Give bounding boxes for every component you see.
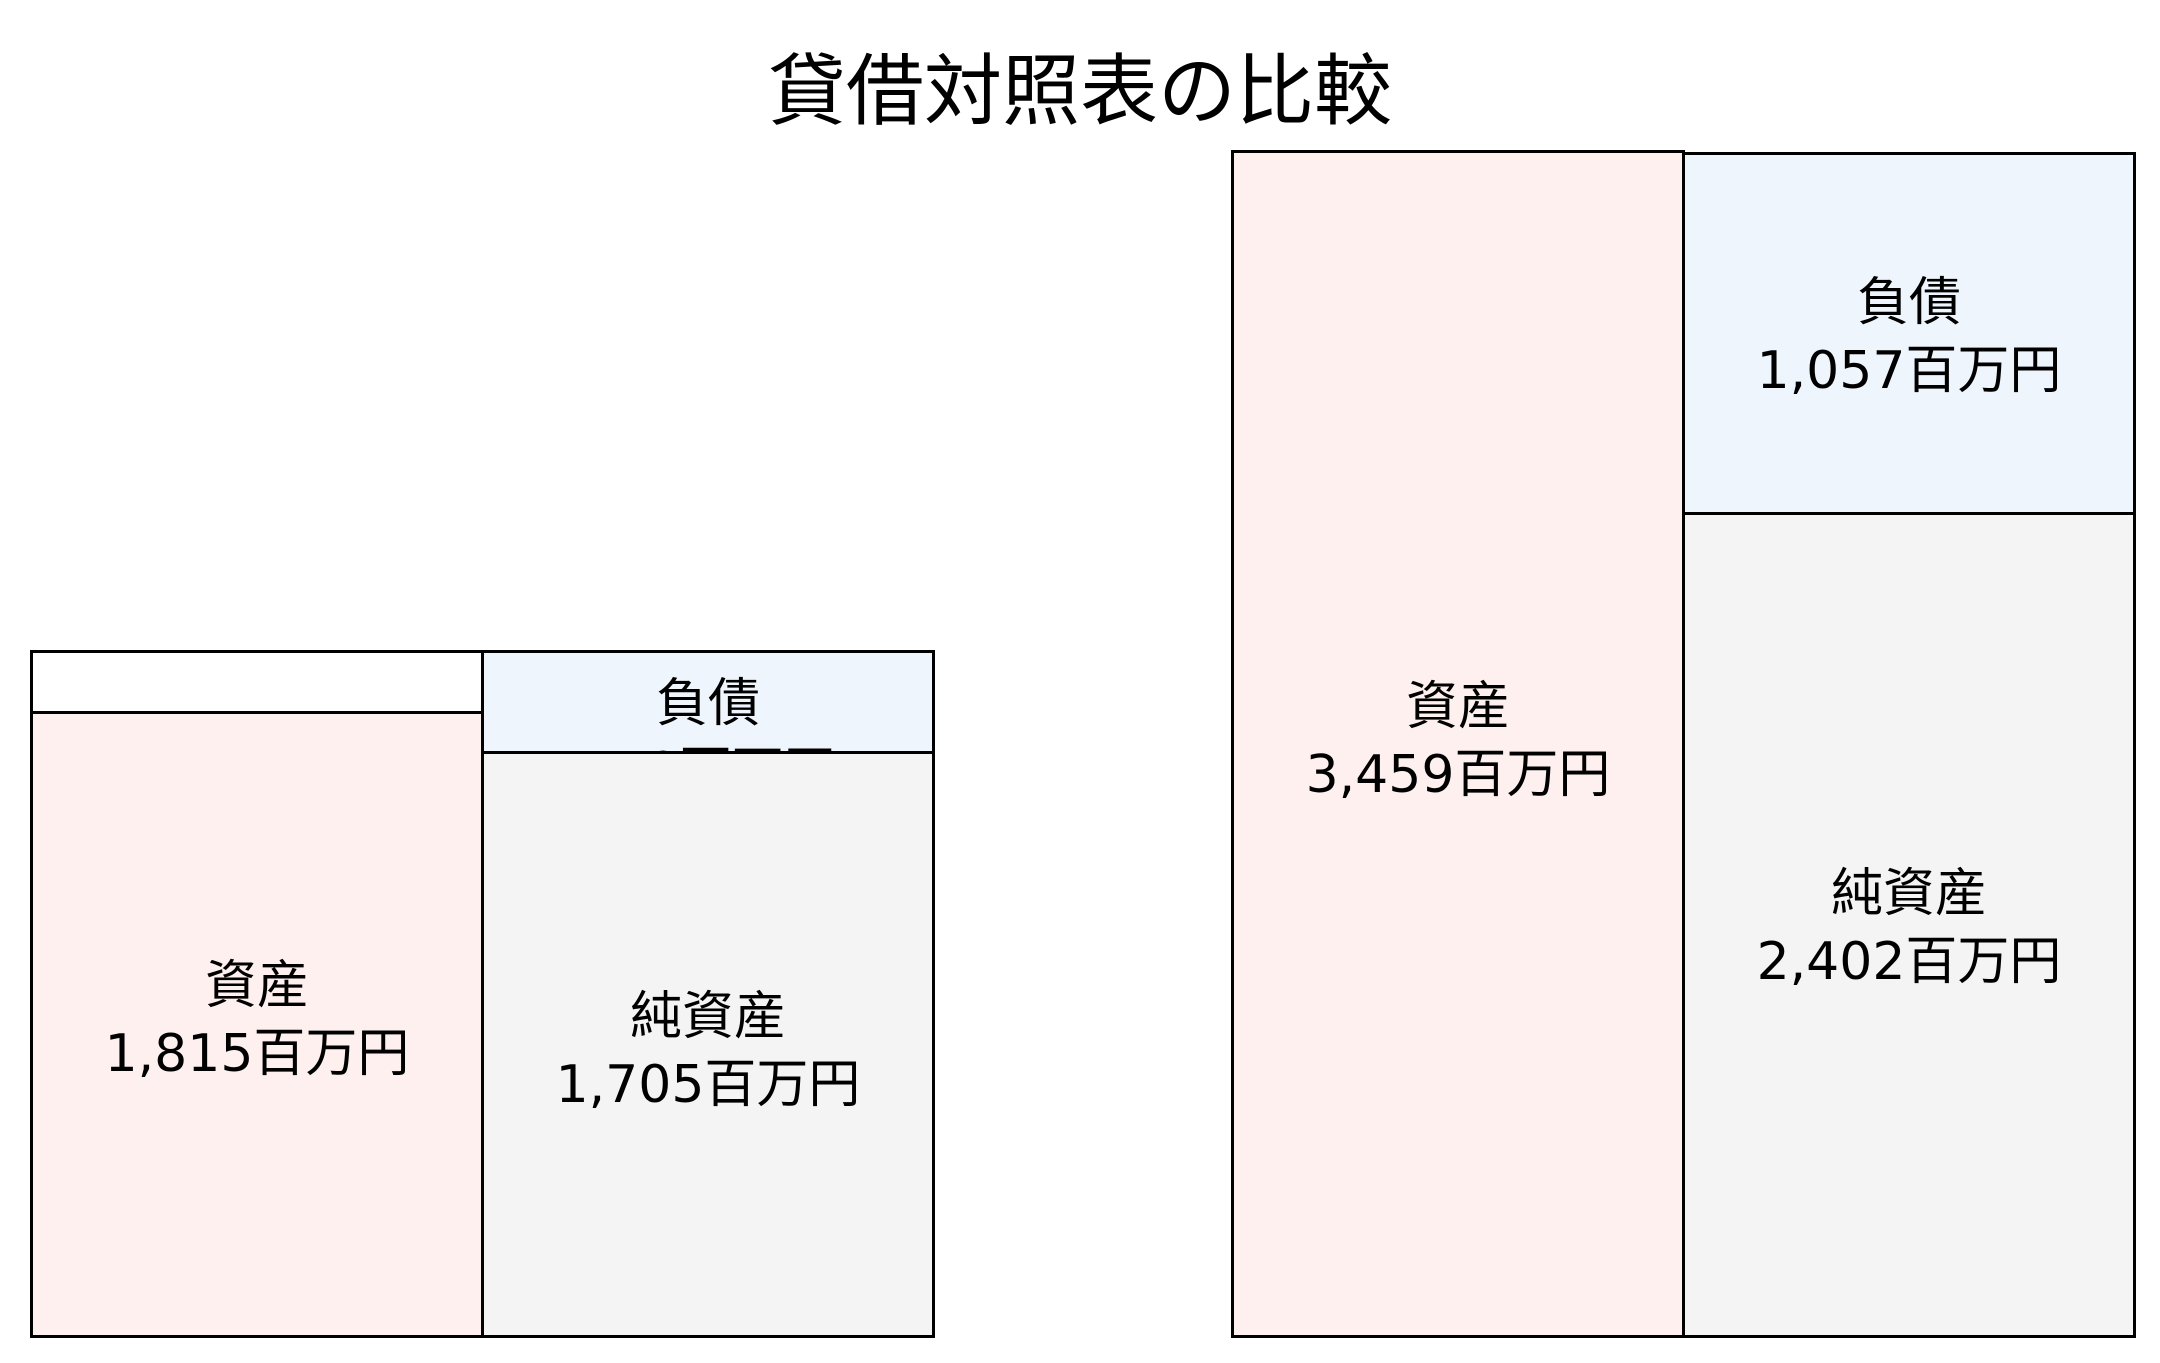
bs1-liabilities-block: 負債 110百万円	[481, 650, 935, 754]
bs1-assets-value: 1,815百万円	[104, 1024, 410, 1084]
bs2-net-assets-name: 純資産	[1830, 864, 1987, 924]
bs1-assets-name: 資産	[204, 956, 309, 1016]
bs1-net-assets-block: 純資産 1,705百万円	[481, 751, 935, 1338]
bs2-liabilities-block: 負債 1,057百万円	[1682, 152, 2136, 515]
bs1-assets-block: 資産 1,815百万円	[30, 711, 484, 1338]
bs1-asset-gap	[30, 650, 484, 714]
bs1-net-assets-value: 1,705百万円	[555, 1055, 861, 1115]
bs1-net-assets-name: 純資産	[629, 987, 786, 1047]
bs2-liabilities-name: 負債	[1856, 273, 1961, 333]
bs2-assets-block: 資産 3,459百万円	[1231, 150, 1685, 1338]
bs2-net-assets-value: 2,402百万円	[1756, 932, 2062, 992]
bs2-net-assets-block: 純資産 2,402百万円	[1682, 512, 2136, 1338]
chart-title: 貸借対照表の比較	[767, 47, 1392, 137]
bs2-assets-name: 資産	[1405, 677, 1510, 737]
bs2-assets-value: 3,459百万円	[1305, 745, 1611, 805]
bs1-liabilities-name: 負債	[655, 674, 760, 734]
bs2-liabilities-value: 1,057百万円	[1756, 341, 2062, 401]
bs1-liabilities-value: 110百万円	[484, 738, 932, 751]
